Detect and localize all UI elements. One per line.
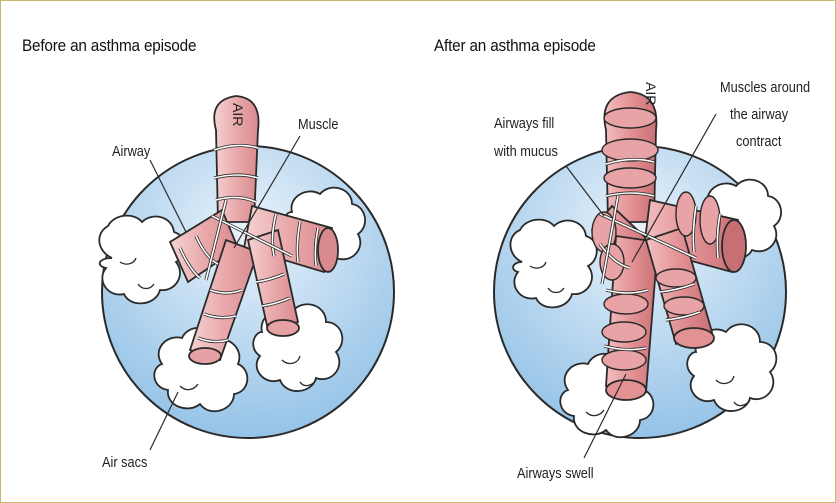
after-muscles-label-line2: the airway bbox=[730, 104, 788, 127]
after-muscles-label-line1: Muscles around bbox=[720, 77, 810, 100]
before-muscle-label: Muscle bbox=[298, 114, 338, 137]
before-airway-label: Airway bbox=[112, 141, 150, 164]
before-air-label: AIR bbox=[230, 103, 246, 126]
before-air-sacs-label: Air sacs bbox=[102, 452, 147, 475]
after-swell-label: Airways swell bbox=[517, 463, 594, 486]
after-air-label: AIR bbox=[643, 82, 659, 105]
after-mucus-label-line1: Airways fill bbox=[494, 113, 554, 136]
after-muscles-label-line3: contract bbox=[736, 131, 781, 154]
after-mucus-label-line2: with mucus bbox=[494, 141, 558, 164]
